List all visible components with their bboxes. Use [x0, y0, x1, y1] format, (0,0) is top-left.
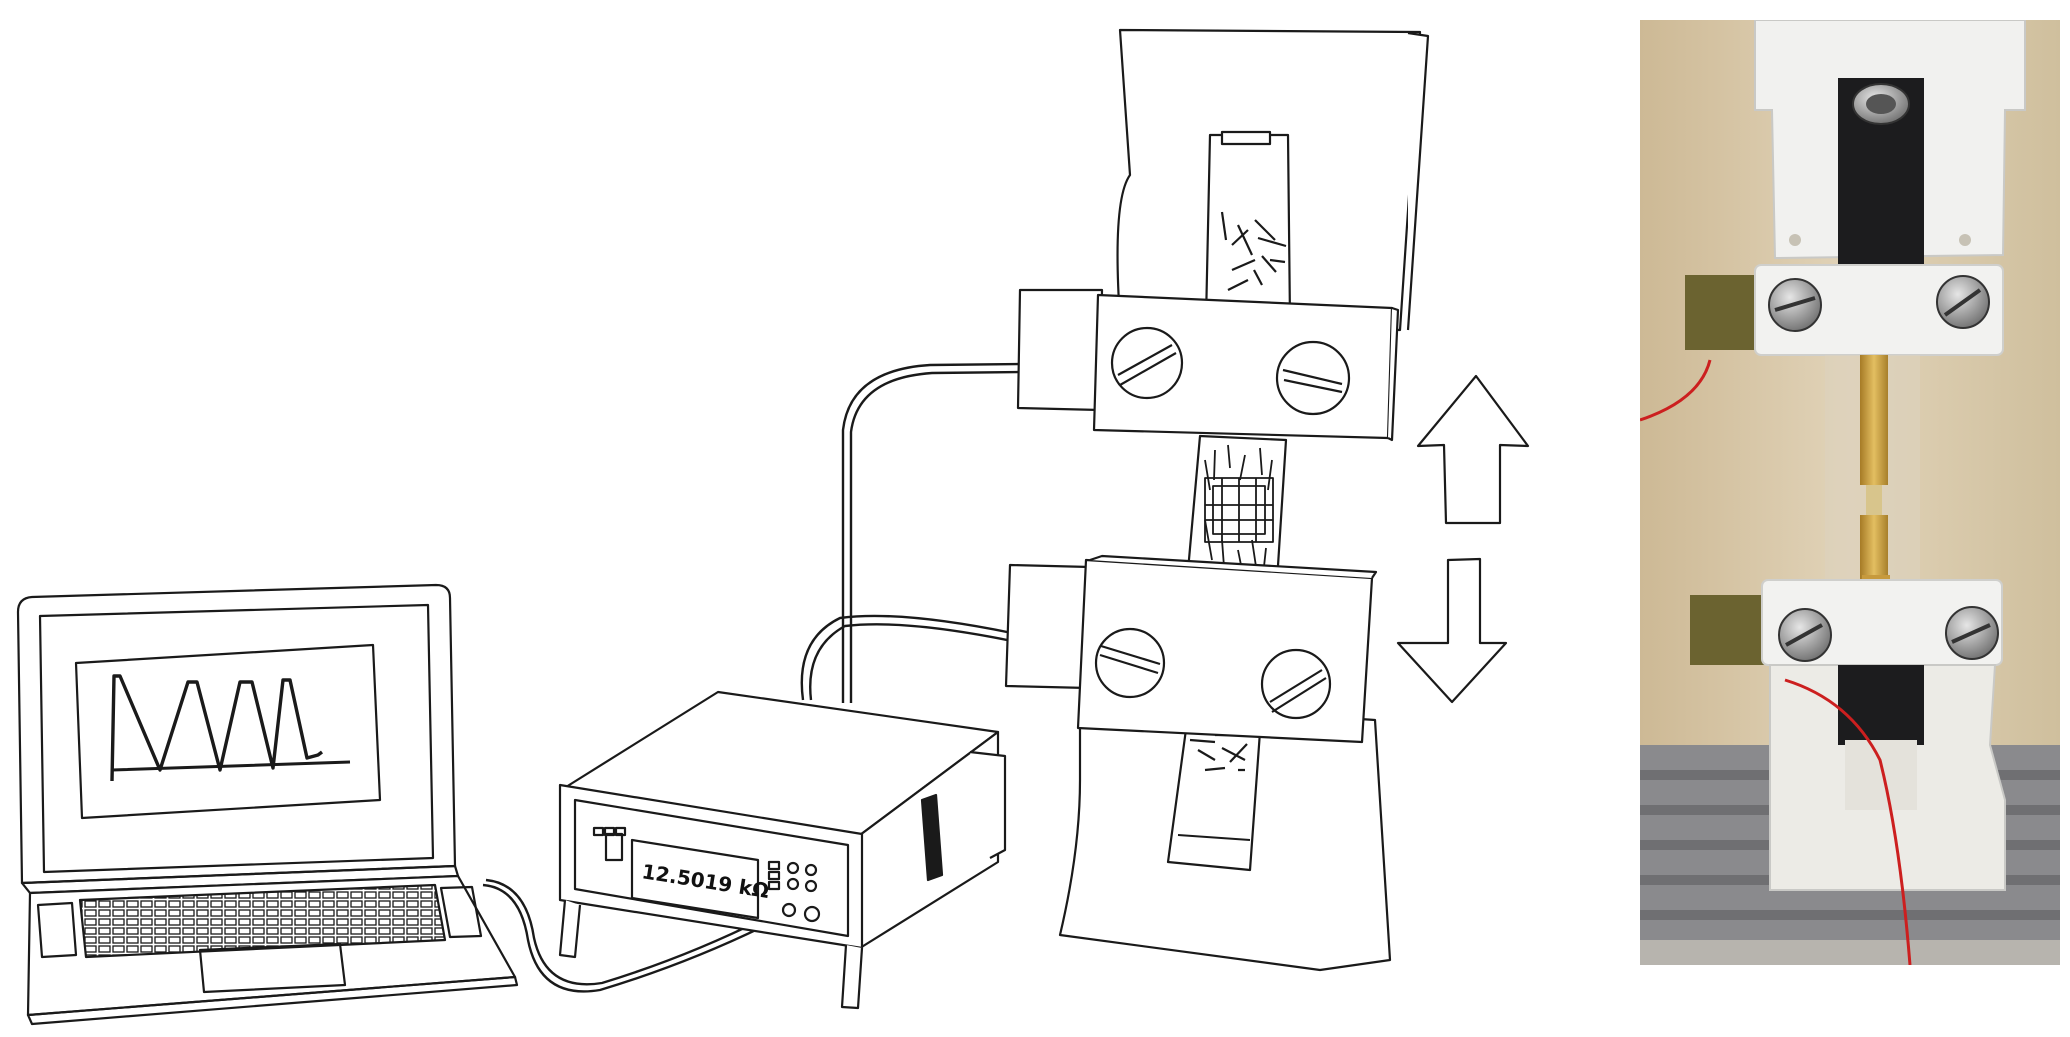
arrow-down-icon: [1398, 559, 1506, 702]
upper-clamp-lead: [843, 364, 1020, 703]
multimeter: [560, 692, 1005, 1008]
laptop: [18, 585, 517, 1024]
lower-clamp-screw-right: [1262, 650, 1330, 718]
upper-clamp-screw-left: [1112, 328, 1182, 398]
lower-clamp-back: [1006, 565, 1090, 688]
laptop-lid: [18, 585, 455, 883]
photo-gold-specimen: [1860, 355, 1888, 485]
arrow-up-icon: [1418, 376, 1528, 523]
fixture-photo: [1640, 20, 2060, 965]
upper-specimen-end: [1206, 135, 1290, 320]
tensile-fixture-drawing: [1006, 30, 1428, 970]
upper-clamp-back: [1018, 290, 1102, 410]
lower-clamp-lead: [802, 616, 1012, 700]
